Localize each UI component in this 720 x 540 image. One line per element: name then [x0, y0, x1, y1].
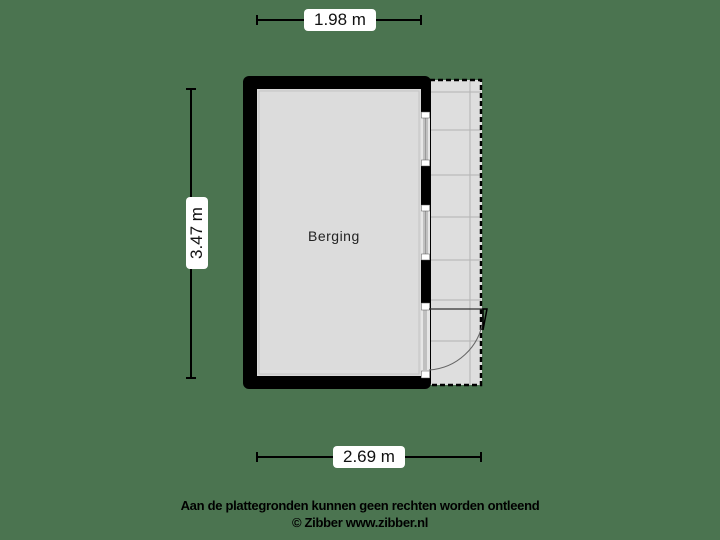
- disclaimer-text: Aan de plattegronden kunnen geen rechten…: [180, 498, 540, 513]
- dimension-top-label: 1.98 m: [304, 9, 376, 31]
- room-label-berging: Berging: [308, 228, 360, 244]
- walls: [243, 76, 431, 389]
- copyright-text: © Zibber www.zibber.nl: [291, 515, 429, 530]
- door: [421, 302, 488, 379]
- terrace-area: [430, 78, 483, 387]
- window: [421, 204, 430, 261]
- dimension-bottom-label: 2.69 m: [333, 446, 405, 468]
- window: [421, 111, 430, 167]
- right-wall-openings: [421, 111, 488, 379]
- dimension-left-label: 3.47 m: [186, 197, 208, 269]
